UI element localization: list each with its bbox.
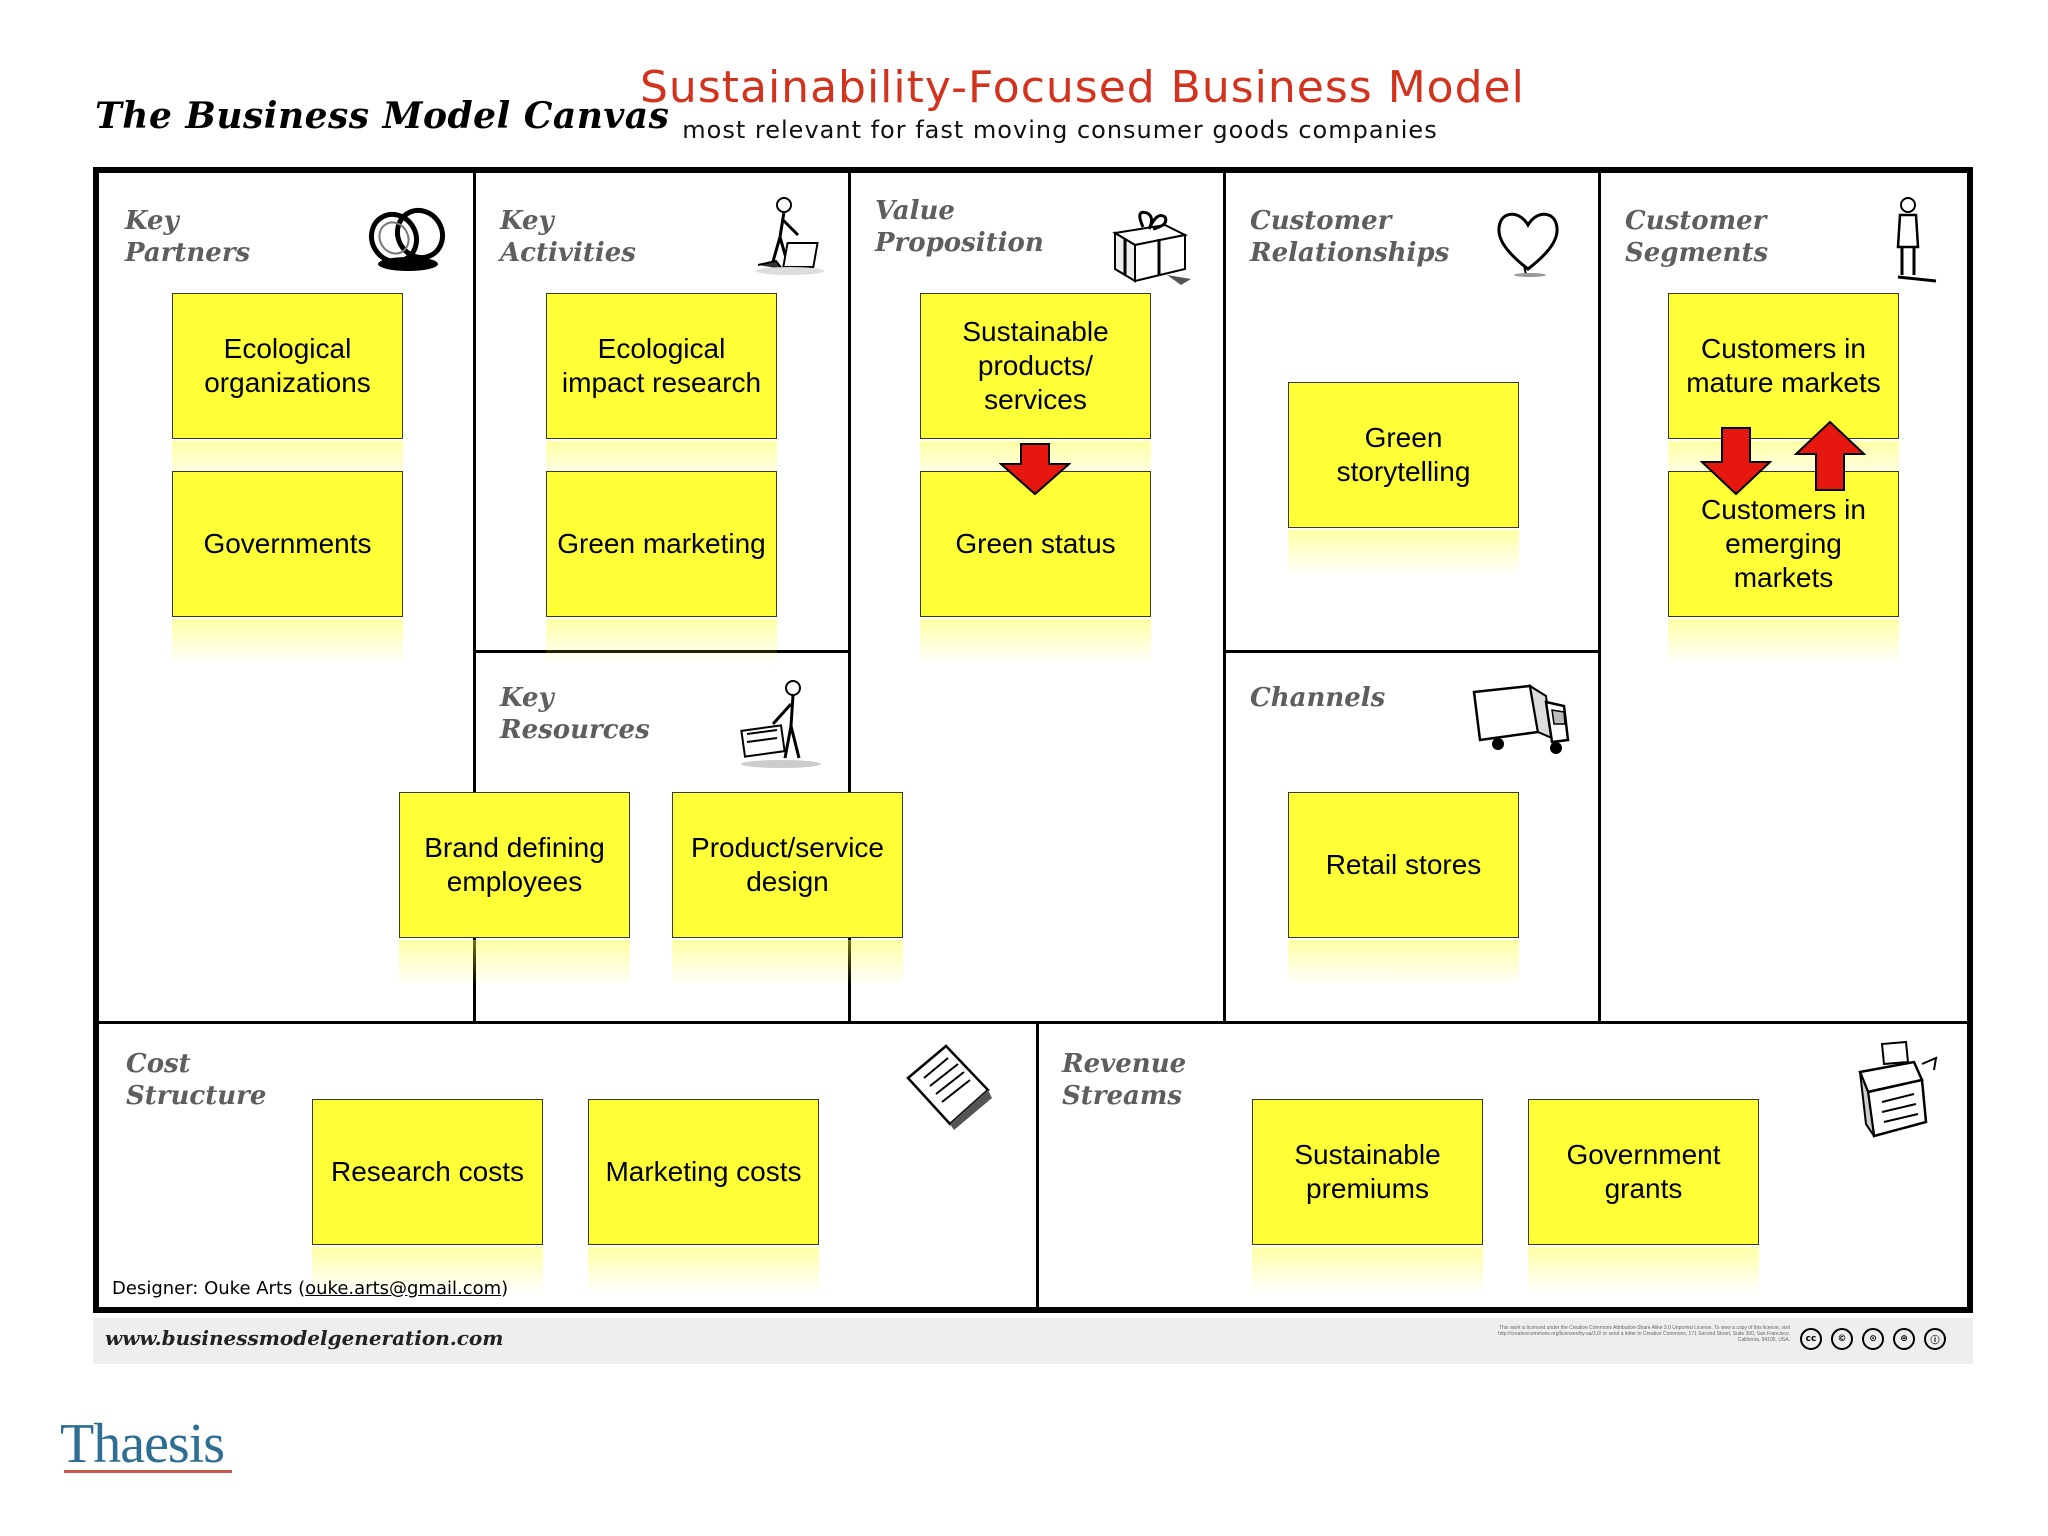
note-reflection <box>588 1247 819 1293</box>
note-reflection <box>1528 1247 1759 1293</box>
sticky-note[interactable]: Green storytelling <box>1288 382 1519 528</box>
heart-icon <box>1497 212 1559 277</box>
note-reflection <box>1288 530 1519 576</box>
divider <box>848 173 851 1021</box>
sticky-note[interactable]: Product/service design <box>672 792 903 938</box>
person-icon <box>1896 197 1937 283</box>
canvas-board <box>93 167 1973 1313</box>
sticky-note[interactable]: Sustainable premiums <box>1252 1099 1483 1245</box>
sticky-note[interactable]: Customers in emerging markets <box>1668 471 1899 617</box>
note-reflection <box>1288 940 1519 986</box>
note-reflection <box>172 619 403 665</box>
note-reflection <box>312 1247 543 1293</box>
note-reflection <box>1668 619 1899 665</box>
arrow-up-icon <box>1794 420 1866 491</box>
designer-credit: Designer: Ouke Arts (ouke.arts@gmail.com… <box>112 1278 509 1299</box>
attribution-icon: ⓘ <box>1924 1328 1946 1350</box>
note-reflection <box>920 619 1151 665</box>
share-alike-icon: ⊙ <box>1862 1328 1884 1350</box>
noncommercial-icon: ⊛ <box>1893 1328 1915 1350</box>
divider <box>1598 173 1601 1021</box>
divider <box>473 650 851 653</box>
chain-links-icon <box>368 207 446 271</box>
note-reflection <box>1252 1247 1483 1293</box>
sticky-note[interactable]: Ecological impact research <box>546 293 777 439</box>
subtitle: most relevant for fast moving consumer g… <box>682 116 1438 144</box>
divider <box>1223 173 1226 1021</box>
invoice-icon <box>906 1044 992 1130</box>
sticky-note[interactable]: Research costs <box>312 1099 543 1245</box>
divider <box>99 1021 1967 1024</box>
note-reflection <box>546 619 777 665</box>
divider <box>473 173 476 1021</box>
sticky-note[interactable]: Government grants <box>1528 1099 1759 1245</box>
cash-register-icon <box>1858 1040 1938 1138</box>
gift-icon <box>1112 210 1191 285</box>
note-reflection <box>672 940 903 986</box>
note-reflection <box>399 940 630 986</box>
sticky-note[interactable]: Marketing costs <box>588 1099 819 1245</box>
footer-bar <box>93 1318 1973 1364</box>
arrow-down-icon <box>1700 427 1772 496</box>
truck-icon <box>1472 683 1570 754</box>
channels-label: Channels <box>1250 683 1386 713</box>
sticky-note[interactable]: Ecological organizations <box>172 293 403 439</box>
sticky-note[interactable]: Green status <box>920 471 1151 617</box>
thaesis-logo: Thaesis <box>60 1413 225 1475</box>
sticky-note[interactable]: Sustainable products/ services <box>920 293 1151 439</box>
divider <box>1036 1021 1039 1313</box>
sticky-note[interactable]: Customers in mature markets <box>1668 293 1899 439</box>
worker-with-machine-icon <box>740 680 821 768</box>
logo-underline <box>64 1470 232 1473</box>
divider <box>1223 650 1601 653</box>
cc-icon: cc <box>1800 1328 1822 1350</box>
website-link[interactable]: www.businessmodelgeneration.com <box>105 1326 504 1350</box>
main-title: Sustainability-Focused Business Model <box>640 62 1525 113</box>
sticky-note[interactable]: Retail stores <box>1288 792 1519 938</box>
sticky-note[interactable]: Brand defining employees <box>399 792 630 938</box>
designer-email-link[interactable]: ouke.arts@gmail.com <box>305 1278 502 1299</box>
license-text: This work is licensed under the Creative… <box>1498 1325 1790 1343</box>
copyright-icon: © <box>1831 1328 1853 1350</box>
sticky-note[interactable]: Governments <box>172 471 403 617</box>
worker-pushing-icon <box>756 197 824 275</box>
sticky-note[interactable]: Green marketing <box>546 471 777 617</box>
canvas-title: The Business Model Canvas <box>95 95 670 137</box>
arrow-down-icon <box>999 443 1071 496</box>
